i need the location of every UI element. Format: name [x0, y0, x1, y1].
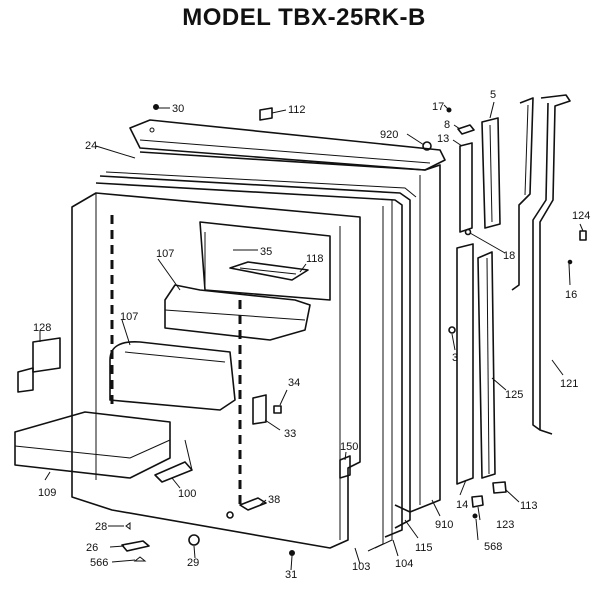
- part-38: [226, 497, 267, 519]
- hinge-128: [17, 337, 61, 393]
- part-150: [339, 455, 351, 479]
- part-31: [289, 550, 295, 556]
- part-8: [457, 124, 475, 135]
- callout-34: 34: [288, 377, 300, 389]
- part-920: [422, 141, 432, 151]
- callout-124: 124: [572, 210, 590, 222]
- callout-16: 16: [565, 289, 577, 301]
- part-34: [273, 405, 282, 414]
- callout-5: 5: [490, 89, 496, 101]
- callout-14: 14: [456, 499, 468, 511]
- callout-leaders: [39, 101, 584, 571]
- bracket-118: [229, 261, 309, 281]
- callout-17: 17: [432, 101, 444, 113]
- part-33: [252, 394, 267, 425]
- callout-109: 109: [38, 487, 56, 499]
- callout-118: 118: [306, 253, 324, 265]
- shelf-107-upper: [164, 284, 311, 341]
- part-30: [153, 104, 159, 110]
- callout-113: 113: [520, 500, 538, 512]
- part-113: [492, 481, 507, 494]
- callout-150: 150: [340, 441, 358, 453]
- handle-121: [532, 94, 571, 435]
- callout-125: 125: [505, 389, 523, 401]
- callout-103: 103: [352, 561, 370, 573]
- callout-112: 112: [288, 104, 306, 116]
- callout-107: 107: [120, 311, 138, 323]
- callout-128: 128: [33, 322, 51, 334]
- dairy-door-109: [14, 411, 171, 479]
- callout-100: 100: [178, 488, 196, 500]
- diagram-title: MODEL TBX-25RK-B: [182, 4, 426, 31]
- door-top-frame: [129, 119, 446, 171]
- small-parts: [121, 104, 587, 562]
- inner-door-liner: [71, 192, 361, 549]
- callout-115: 115: [415, 542, 433, 554]
- callout-13: 13: [437, 133, 449, 145]
- callout-107: 107: [156, 248, 174, 260]
- hinge-5: [481, 117, 501, 229]
- callout-910: 910: [435, 519, 453, 531]
- callout-33: 33: [284, 428, 296, 440]
- bracket-100: [154, 439, 193, 483]
- callout-104: 104: [395, 558, 413, 570]
- callout-35: 35: [260, 246, 272, 258]
- callout-123: 123: [496, 519, 514, 531]
- part-123: [471, 495, 484, 508]
- callout-28: 28: [95, 521, 107, 533]
- callout-8: 8: [444, 119, 450, 131]
- callout-26: 26: [86, 542, 98, 554]
- upper-recess: [199, 221, 331, 301]
- door-gasket: [95, 171, 417, 552]
- callout-566: 566: [90, 557, 108, 569]
- part-568: [472, 513, 478, 519]
- shelf-107-lower: [109, 341, 236, 411]
- callout-labels: 30 112 17 5 8 920 13 24 124 35 118 107 16 18 128 107 3 34…: [33, 89, 590, 581]
- part-3: [448, 326, 456, 334]
- channel-14: [456, 243, 474, 485]
- callout-3: 3: [452, 352, 458, 364]
- outer-door-panel: [139, 151, 441, 513]
- callout-18: 18: [503, 250, 515, 262]
- part-566: [133, 556, 147, 562]
- part-28: [125, 522, 131, 530]
- callout-29: 29: [187, 557, 199, 569]
- callout-121: 121: [560, 378, 578, 390]
- part-29: [188, 534, 200, 546]
- part-112: [259, 107, 273, 121]
- callout-31: 31: [285, 569, 297, 581]
- part-16a: [464, 228, 472, 236]
- callout-38: 38: [268, 494, 280, 506]
- callout-30: 30: [172, 103, 184, 115]
- callout-920: 920: [380, 129, 398, 141]
- handle-rod: [511, 97, 534, 291]
- part-16: [567, 259, 573, 265]
- part-26: [121, 540, 150, 552]
- callout-568: 568: [484, 541, 502, 553]
- strip-125: [477, 251, 496, 479]
- callout-24: 24: [85, 140, 97, 152]
- part-124: [579, 230, 587, 241]
- channel-13: [459, 142, 473, 233]
